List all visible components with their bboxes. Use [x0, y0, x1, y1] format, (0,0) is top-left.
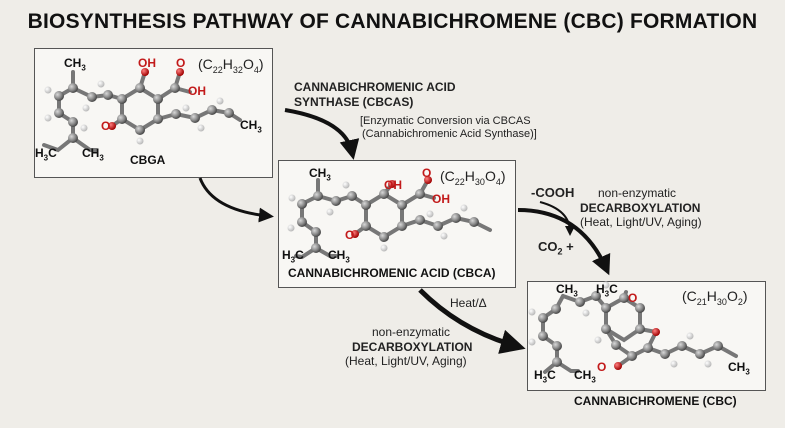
page-title: BIOSYNTHESIS PATHWAY OF CANNABICHROMENE …	[27, 10, 758, 33]
cbca-name: CANNABICHROMENIC ACID (CBCA)	[288, 266, 496, 280]
decarb-bottom-line2: DECARBOXYLATION	[352, 340, 473, 354]
decarb-right-line3: (Heat, Light/UV, Aging)	[580, 215, 702, 229]
cbc-ch3-top: CH3	[556, 282, 578, 299]
enzyme-label-line1: CANNABICHROMENIC ACID	[294, 80, 456, 94]
cooh-label: -COOH	[531, 185, 575, 200]
decarb-right-line1: non-enzymatic	[598, 186, 677, 200]
cbc-ch3-tail: CH3	[728, 360, 750, 377]
cbga-formula: (C22H32O4)	[198, 56, 264, 75]
decarb-right-line2: DECARBOXYLATION	[580, 201, 701, 215]
enzyme-note-line2: (Cannabichromenic Acid Synthase)]	[362, 128, 537, 140]
arrow-enzyme	[284, 108, 360, 160]
cbc-o-lower: O	[597, 360, 607, 374]
cbca-ch3-right: CH3	[328, 248, 350, 265]
cbga-ch3-tail: CH3	[240, 118, 262, 135]
co2-label: CO2 +	[538, 239, 574, 257]
decarb-bottom-line3: (Heat, Light/UV, Aging)	[345, 354, 467, 368]
arrow-cbga-to-cbca	[198, 177, 274, 223]
cbca-oh-acid: OH	[432, 192, 450, 206]
cbga-oh-acid: OH	[188, 84, 206, 98]
cbca-h3c-left: H3C	[282, 248, 304, 265]
cbc-ch3-right: CH3	[574, 368, 596, 385]
cbc-h3c-left: H3C	[534, 368, 556, 385]
cbga-atoms	[44, 68, 234, 145]
cbga-ch3-right: CH3	[82, 146, 104, 163]
cbc-name: CANNABICHROMENE (CBC)	[574, 394, 737, 408]
cbga-o-carbonyl: O	[176, 56, 186, 70]
cbca-ch3-top: CH3	[309, 166, 331, 183]
arrow-co2-release	[539, 201, 575, 236]
cbc-o-ring: O	[628, 291, 638, 305]
arrow-cbca-to-cbc-bottom	[418, 288, 526, 354]
cbc-formula: (C21H30O2)	[682, 288, 748, 307]
heat-label: Heat/Δ	[450, 296, 487, 310]
cbca-o-carbonyl: O	[422, 166, 432, 180]
arrow-cbca-to-cbc-right	[517, 208, 611, 276]
cbca-o-ring: O	[345, 228, 355, 242]
cbga-oh-label: OH	[138, 56, 156, 70]
decarb-bottom-line1: non-enzymatic	[372, 325, 451, 339]
enzyme-note-line1: [Enzymatic Conversion via CBCAS	[360, 115, 531, 127]
cbc-atoms	[528, 281, 723, 370]
cbc-box	[527, 281, 766, 391]
cbga-o-ring: O	[101, 119, 111, 133]
cbga-h3c-left: H3C	[35, 146, 57, 163]
cbga-name: CBGA	[130, 153, 166, 167]
cbca-formula: (C22H30O4)	[440, 168, 506, 187]
cbca-oh-label: OH	[384, 178, 402, 192]
enzyme-label-line2: SYNTHASE (CBCAS)	[294, 95, 414, 109]
cbga-ch3-top: CH3	[64, 56, 86, 73]
cbca-atoms	[287, 176, 479, 253]
cbc-h3c-top: H3C	[596, 282, 618, 299]
